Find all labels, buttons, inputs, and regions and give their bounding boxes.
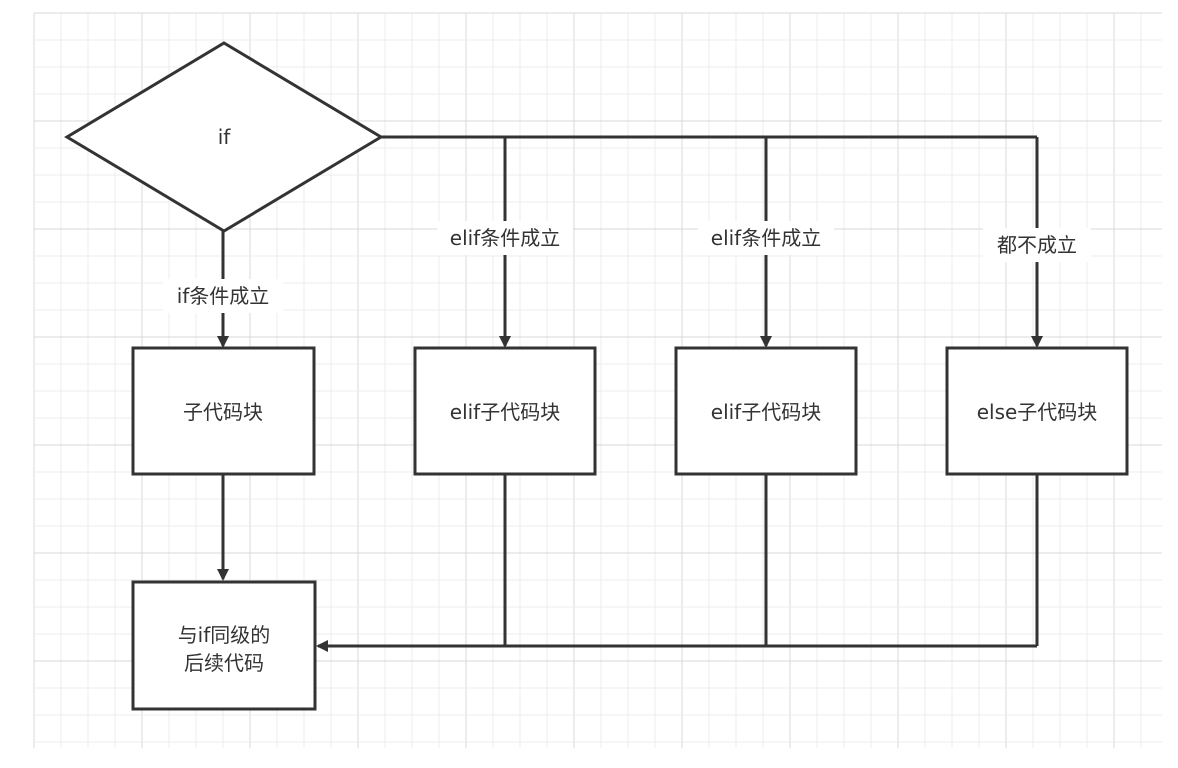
block-elif-1: elif子代码块 xyxy=(413,346,597,476)
block-else-label: else子代码块 xyxy=(977,400,1098,424)
block-if-label: 子代码块 xyxy=(183,400,263,424)
edge-label-elif-1-group: elif条件成立 xyxy=(437,221,573,255)
block-merge-label-line2: 后续代码 xyxy=(184,651,264,675)
edge-label-else: 都不成立 xyxy=(997,233,1077,257)
edge-label-elif-2: elif条件成立 xyxy=(711,226,821,250)
edge-label-if-true: if条件成立 xyxy=(177,284,270,308)
block-elif-1-label: elif子代码块 xyxy=(450,400,560,424)
decision-node-if: if xyxy=(64,41,384,233)
edge-label-else-group: 都不成立 xyxy=(983,228,1091,262)
edge-label-elif-2-group: elif条件成立 xyxy=(698,221,834,255)
block-if: 子代码块 xyxy=(131,346,316,476)
decision-label: if xyxy=(218,125,232,149)
edge-label-if-true-group: if条件成立 xyxy=(163,279,283,313)
block-merge-label-line1: 与if同级的 xyxy=(178,623,271,647)
block-merge: 与if同级的 后续代码 xyxy=(131,580,317,711)
block-elif-2-label: elif子代码块 xyxy=(711,400,821,424)
edge-label-elif-1: elif条件成立 xyxy=(450,226,560,250)
block-else: else子代码块 xyxy=(945,346,1129,476)
block-elif-2: elif子代码块 xyxy=(674,346,858,476)
